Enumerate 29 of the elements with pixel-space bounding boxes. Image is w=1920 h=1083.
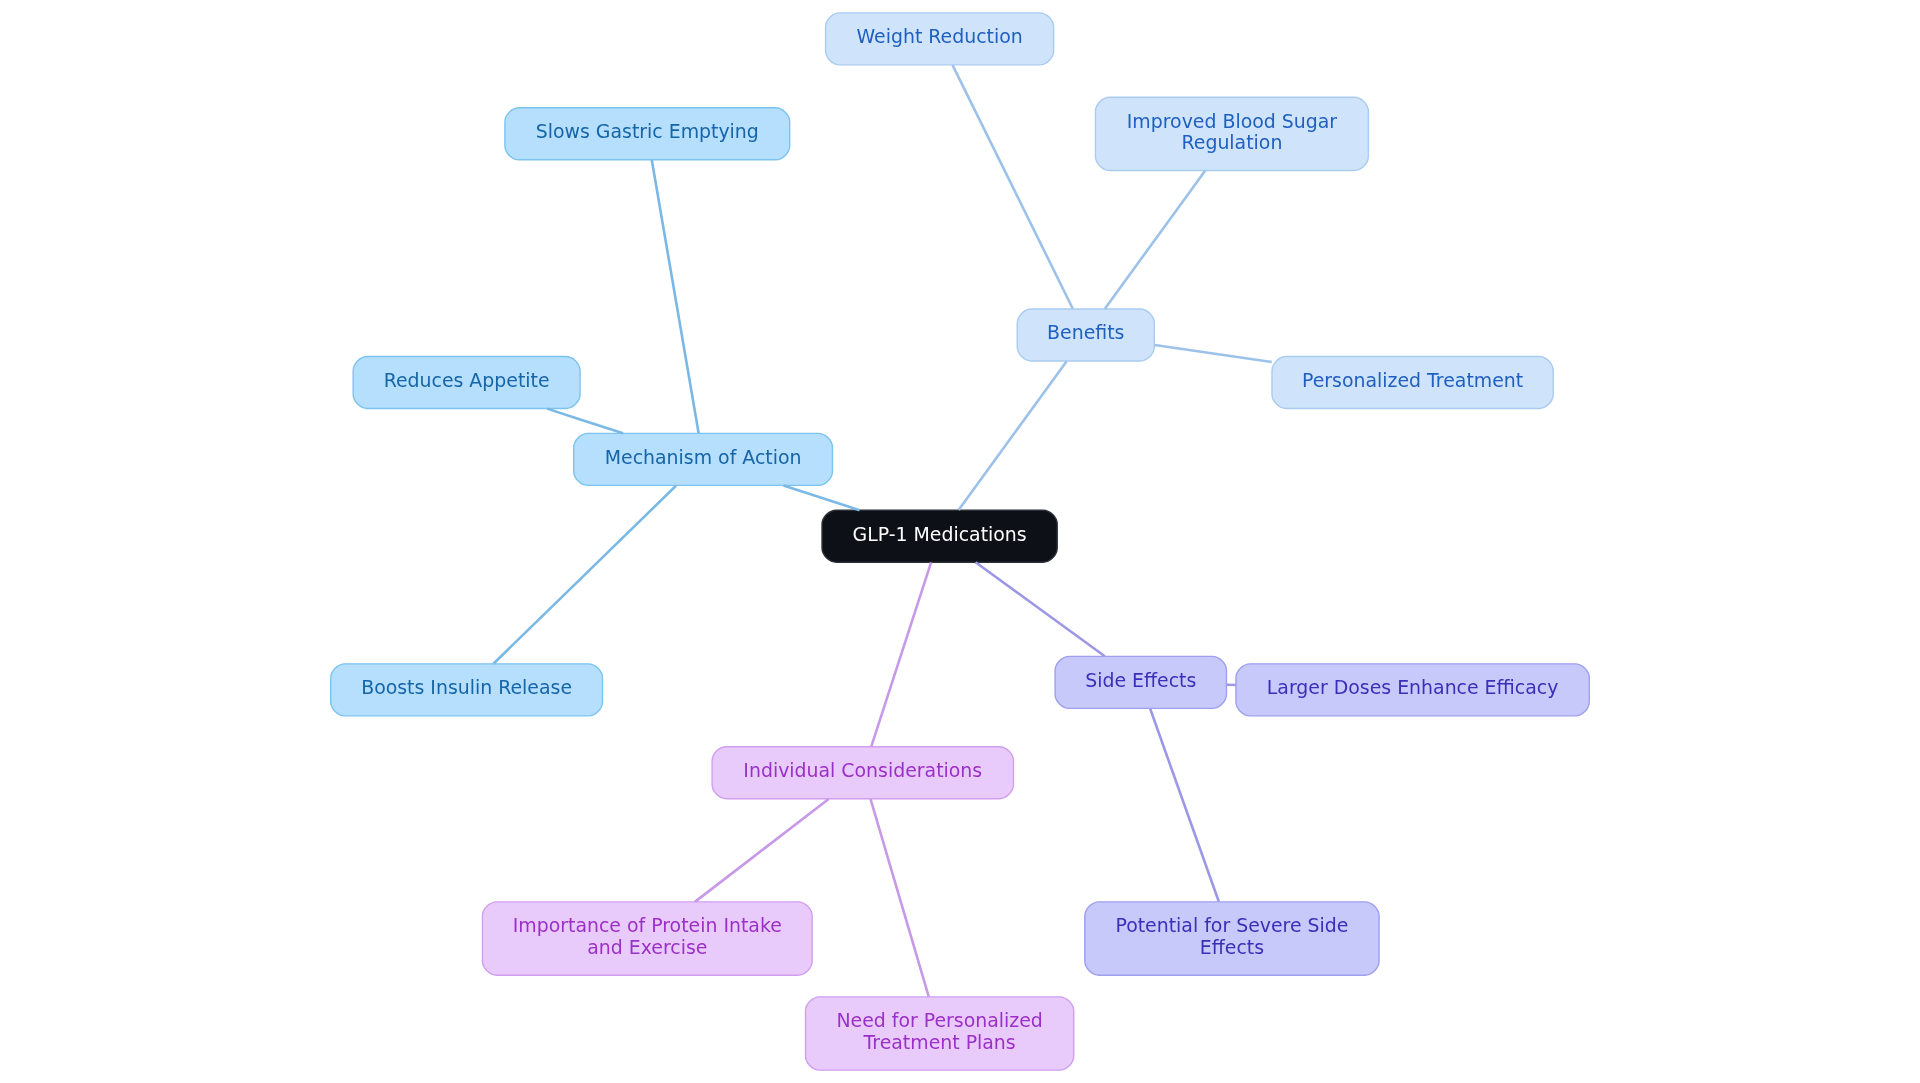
node-box: Boosts Insulin Release xyxy=(330,663,604,717)
connector xyxy=(1226,683,1236,687)
connector xyxy=(546,407,624,435)
connector xyxy=(783,484,860,512)
node-box: Larger Doses Enhance Efficacy xyxy=(1235,663,1590,717)
node-box: Side Effects xyxy=(1054,655,1228,710)
connector xyxy=(870,562,933,747)
node-box: Reduces Appetite xyxy=(352,355,581,410)
node-box: Importance of Protein Intake and Exercise xyxy=(481,901,813,976)
node-box: Personalized Treatment xyxy=(1271,355,1554,410)
connector xyxy=(492,484,677,665)
connector xyxy=(951,64,1074,310)
node-box: Mechanism of Action xyxy=(573,432,834,487)
connector xyxy=(1103,169,1207,310)
node-box: Individual Considerations xyxy=(711,745,1015,800)
node-box: Potential for Severe Side Effects xyxy=(1084,901,1380,976)
node-box: GLP-1 Medications xyxy=(821,509,1058,563)
node-box: Weight Reduction xyxy=(824,12,1055,66)
connector xyxy=(869,798,930,997)
connector xyxy=(974,561,1106,658)
node-box: Benefits xyxy=(1016,308,1156,362)
connector xyxy=(1148,708,1220,902)
connector xyxy=(694,797,830,903)
connector xyxy=(957,360,1068,511)
node-box: Need for Personalized Treatment Plans xyxy=(804,996,1075,1071)
node-box: Improved Blood Sugar Regulation xyxy=(1094,96,1370,172)
connector xyxy=(1154,343,1272,364)
node-box: Slows Gastric Emptying xyxy=(504,107,791,161)
connector xyxy=(650,159,700,434)
